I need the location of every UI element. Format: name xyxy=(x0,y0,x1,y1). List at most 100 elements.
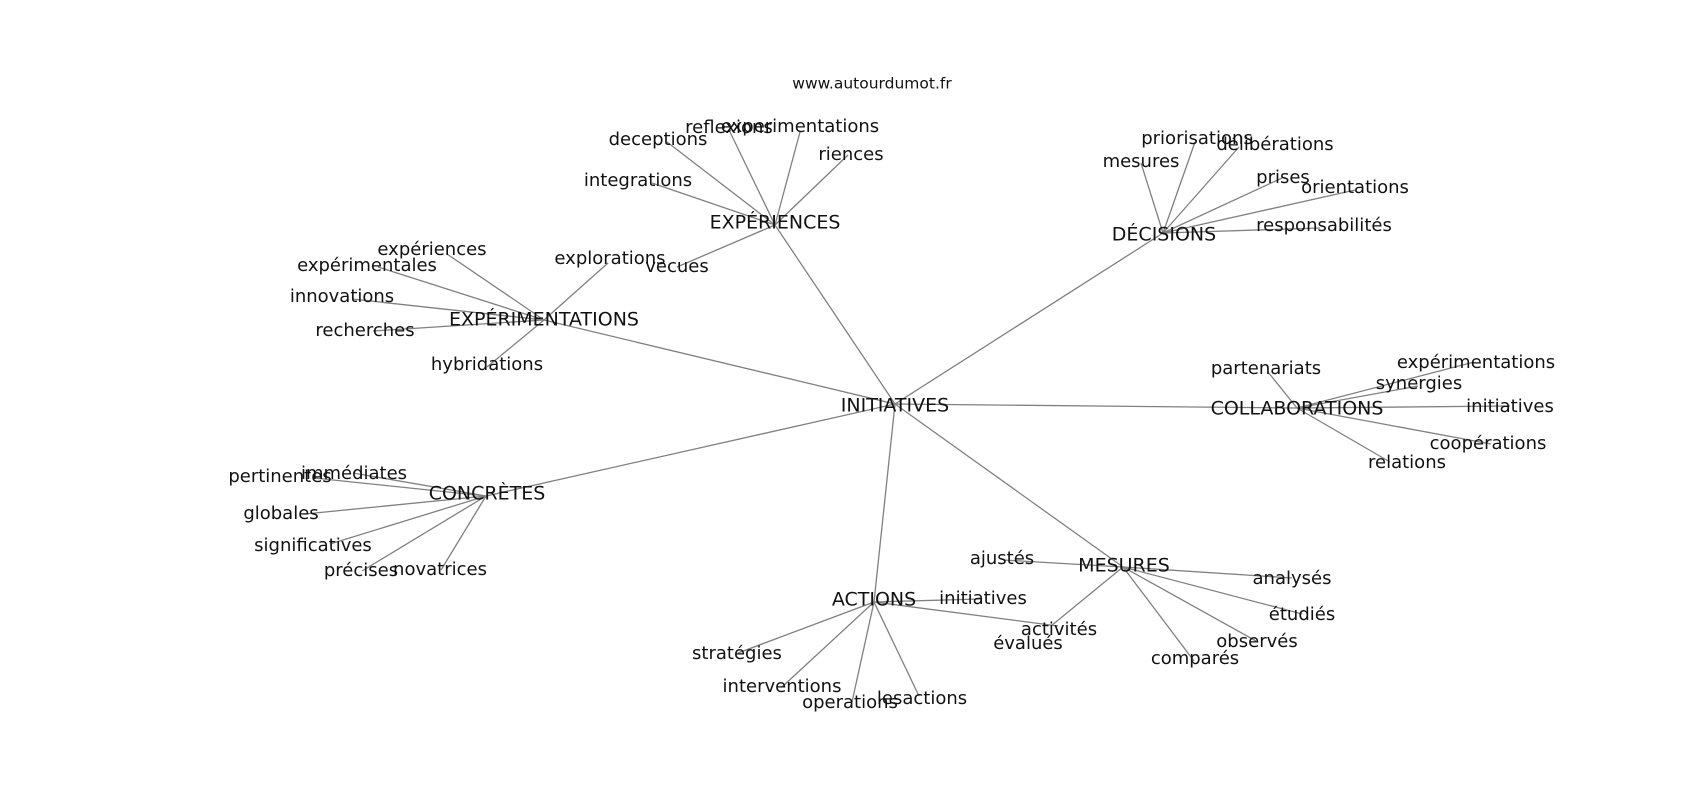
edge-hub-to-leaf xyxy=(1296,405,1511,409)
leaf-word-label: analysés xyxy=(1253,568,1332,589)
hub-word-label: DÉCISIONS xyxy=(1112,223,1216,246)
edge-hub-to-leaf xyxy=(781,601,875,688)
site-url: www.autourdumot.fr xyxy=(792,75,952,93)
leaf-word-label: novatrices xyxy=(393,559,487,580)
leaf-word-label: explorations xyxy=(554,248,665,269)
edge-hub-to-leaf xyxy=(851,601,875,703)
edge-center-to-hub xyxy=(873,403,896,603)
edge-hub-to-leaf xyxy=(1267,371,1298,409)
leaf-word-label: évalués xyxy=(993,633,1063,654)
edge-hub-to-leaf xyxy=(873,601,920,697)
leaf-word-label: observés xyxy=(1216,631,1297,652)
edge-hub-to-leaf xyxy=(729,131,776,226)
edge-hub-to-leaf xyxy=(1296,361,1475,409)
edge-hub-to-leaf xyxy=(446,253,545,321)
edge-hub-to-leaf xyxy=(651,182,776,226)
leaf-word-label: stratégies xyxy=(692,643,782,664)
hub-word-label: EXPÉRIENCES xyxy=(710,211,841,234)
edge-hub-to-leaf xyxy=(351,298,545,321)
leaf-word-label: experimentations xyxy=(721,116,879,137)
graph-edges xyxy=(304,131,1511,703)
edge-center-to-hub xyxy=(894,403,1124,568)
edge-hub-to-leaf xyxy=(1296,385,1419,409)
hub-word-label: CONCRÈTES xyxy=(429,482,546,505)
leaf-word-label: coopérations xyxy=(1430,433,1547,454)
leaf-word-label: hybridations xyxy=(431,354,543,375)
leaf-word-label: riences xyxy=(818,144,883,165)
hub-word-label: COLLABORATIONS xyxy=(1211,398,1384,420)
leaf-word-label: deceptions xyxy=(609,129,708,150)
leaf-word-label: pertinentes xyxy=(228,466,331,487)
leaf-word-label: responsabilités xyxy=(1256,215,1392,236)
edge-hub-to-leaf xyxy=(1122,566,1293,579)
edge-center-to-hub xyxy=(485,403,896,497)
edge-hub-to-leaf xyxy=(486,319,545,368)
leaf-word-label: initiatives xyxy=(939,588,1027,609)
edge-hub-to-leaf xyxy=(1122,566,1195,662)
leaf-word-label: expérimentations xyxy=(1397,352,1555,373)
leaf-word-label: significatives xyxy=(254,535,372,556)
edge-hub-to-leaf xyxy=(774,131,801,226)
leaf-word-label: lesactions xyxy=(877,688,967,709)
leaf-word-label: orientations xyxy=(1301,177,1409,198)
leaf-word-label: activités xyxy=(1021,619,1097,640)
edge-hub-to-leaf xyxy=(1162,177,1283,234)
edge-hub-to-leaf xyxy=(352,472,487,497)
leaf-word-label: expérimentales xyxy=(297,255,437,276)
leaf-word-label: globales xyxy=(243,503,318,524)
edge-hub-to-leaf xyxy=(361,495,487,572)
edge-hub-to-leaf xyxy=(873,598,982,603)
edge-hub-to-leaf xyxy=(873,601,1059,627)
leaf-word-label: ajustés xyxy=(970,548,1034,569)
leaf-word-label: mesures xyxy=(1103,151,1180,172)
edge-hub-to-leaf xyxy=(377,266,545,321)
center-word-label: INITIATIVES xyxy=(841,395,949,417)
edge-hub-to-leaf xyxy=(1296,407,1391,463)
edge-hub-to-leaf xyxy=(774,154,849,226)
hub-word-label: ACTIONS xyxy=(832,589,916,611)
leaf-word-label: priorisations xyxy=(1141,128,1253,149)
edge-hub-to-leaf xyxy=(1122,566,1257,642)
leaf-word-label: innovations xyxy=(290,286,394,307)
leaf-word-label: relations xyxy=(1368,452,1446,473)
leaf-word-label: délibérations xyxy=(1216,134,1333,155)
edge-center-to-hub xyxy=(774,224,896,405)
edge-hub-to-leaf xyxy=(737,601,875,654)
edge-hub-to-leaf xyxy=(666,141,776,226)
edge-hub-to-leaf xyxy=(1140,162,1164,234)
hub-word-label: MESURES xyxy=(1078,555,1170,577)
edge-hub-to-leaf xyxy=(543,262,609,321)
edge-hub-to-leaf xyxy=(1296,407,1492,445)
edge-hub-to-leaf xyxy=(1162,189,1356,234)
edge-hub-to-leaf xyxy=(1162,227,1321,234)
leaf-word-label: comparés xyxy=(1151,648,1239,669)
edge-hub-to-leaf xyxy=(313,477,487,497)
edge-center-to-hub xyxy=(894,403,1298,409)
leaf-word-label: précises xyxy=(324,560,398,581)
leaf-word-label: recherches xyxy=(315,320,414,341)
leaf-word-label: prises xyxy=(1256,167,1310,188)
edge-hub-to-leaf xyxy=(372,319,545,332)
edge-center-to-hub xyxy=(543,319,896,405)
leaf-word-label: partenariats xyxy=(1211,358,1321,379)
edge-hub-to-leaf xyxy=(1002,559,1124,568)
edge-hub-to-leaf xyxy=(676,224,776,268)
edge-hub-to-leaf xyxy=(304,495,487,515)
leaf-word-label: étudiés xyxy=(1269,604,1335,625)
leaf-word-label: vecues xyxy=(645,256,708,277)
leaf-word-label: operations xyxy=(802,692,898,713)
edge-hub-to-leaf xyxy=(1122,566,1303,615)
hub-word-label: EXPÉRIMENTATIONS xyxy=(449,308,639,331)
edge-hub-to-leaf xyxy=(1162,146,1240,234)
leaf-word-label: immédiates xyxy=(301,463,407,484)
edge-center-to-hub xyxy=(894,232,1164,405)
leaf-word-label: reflexions xyxy=(685,117,773,138)
leaf-word-label: synergies xyxy=(1376,373,1462,394)
edge-hub-to-leaf xyxy=(440,495,487,571)
edge-hub-to-leaf xyxy=(1050,566,1124,627)
edge-hub-to-leaf xyxy=(329,495,487,545)
leaf-word-label: initiatives xyxy=(1466,396,1554,417)
edge-hub-to-leaf xyxy=(1162,141,1196,234)
